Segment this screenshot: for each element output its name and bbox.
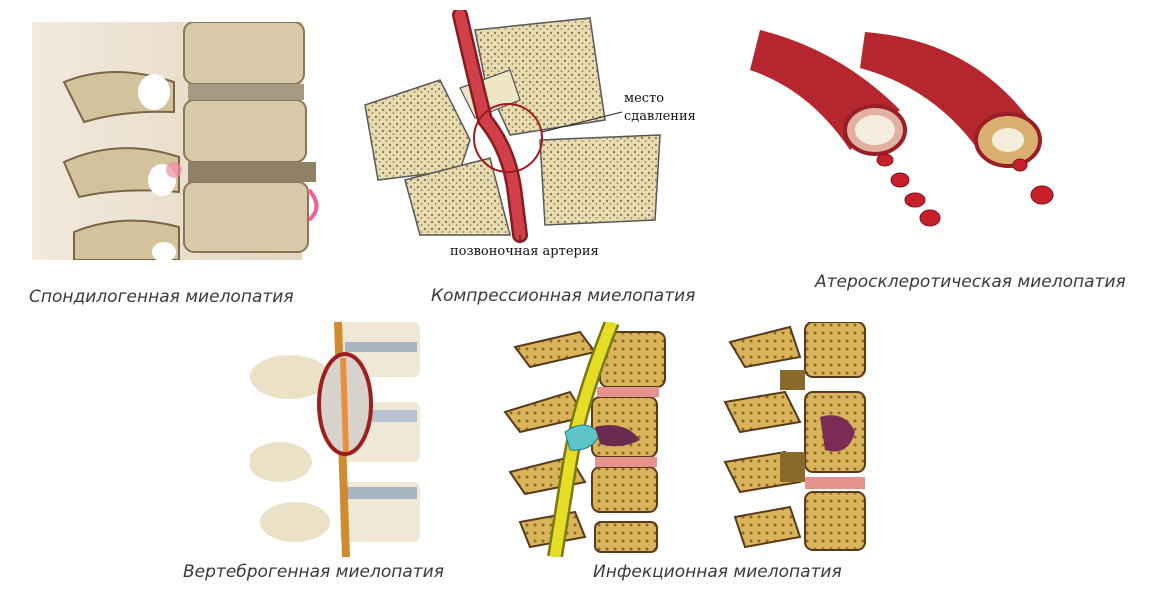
- compressed-artery-diagram: место сдавления позвоночная артерия: [364, 10, 696, 259]
- label-compression-site-1: место: [624, 91, 664, 106]
- caption-vertebrogenic: Вертеброгенная миелопатия: [183, 562, 444, 582]
- caption-compression: Компрессионная миелопатия: [431, 286, 696, 306]
- spondylogenic-illustration: [24, 22, 330, 260]
- spine-lateral-view: [24, 22, 330, 260]
- artery-cross-section: [750, 30, 1054, 227]
- caption-atherosclerotic: Атеросклеротическая миелопатия: [815, 272, 1126, 292]
- compression-illustration: место сдавления позвоночная артерия: [360, 10, 705, 260]
- infectious-illustration: [500, 322, 870, 557]
- atherosclerotic-illustration: [750, 20, 1070, 245]
- label-compression-site-2: сдавления: [624, 109, 696, 124]
- vertebrogenic-illustration: [250, 322, 422, 557]
- caption-spondylogenic: Спондилогенная миелопатия: [29, 287, 294, 307]
- vertebra-3d-view: [250, 322, 422, 557]
- infected-spine-diagram: [503, 322, 866, 557]
- label-vertebral-artery: позвоночная артерия: [450, 244, 599, 259]
- caption-infectious: Инфекционная миелопатия: [593, 562, 842, 582]
